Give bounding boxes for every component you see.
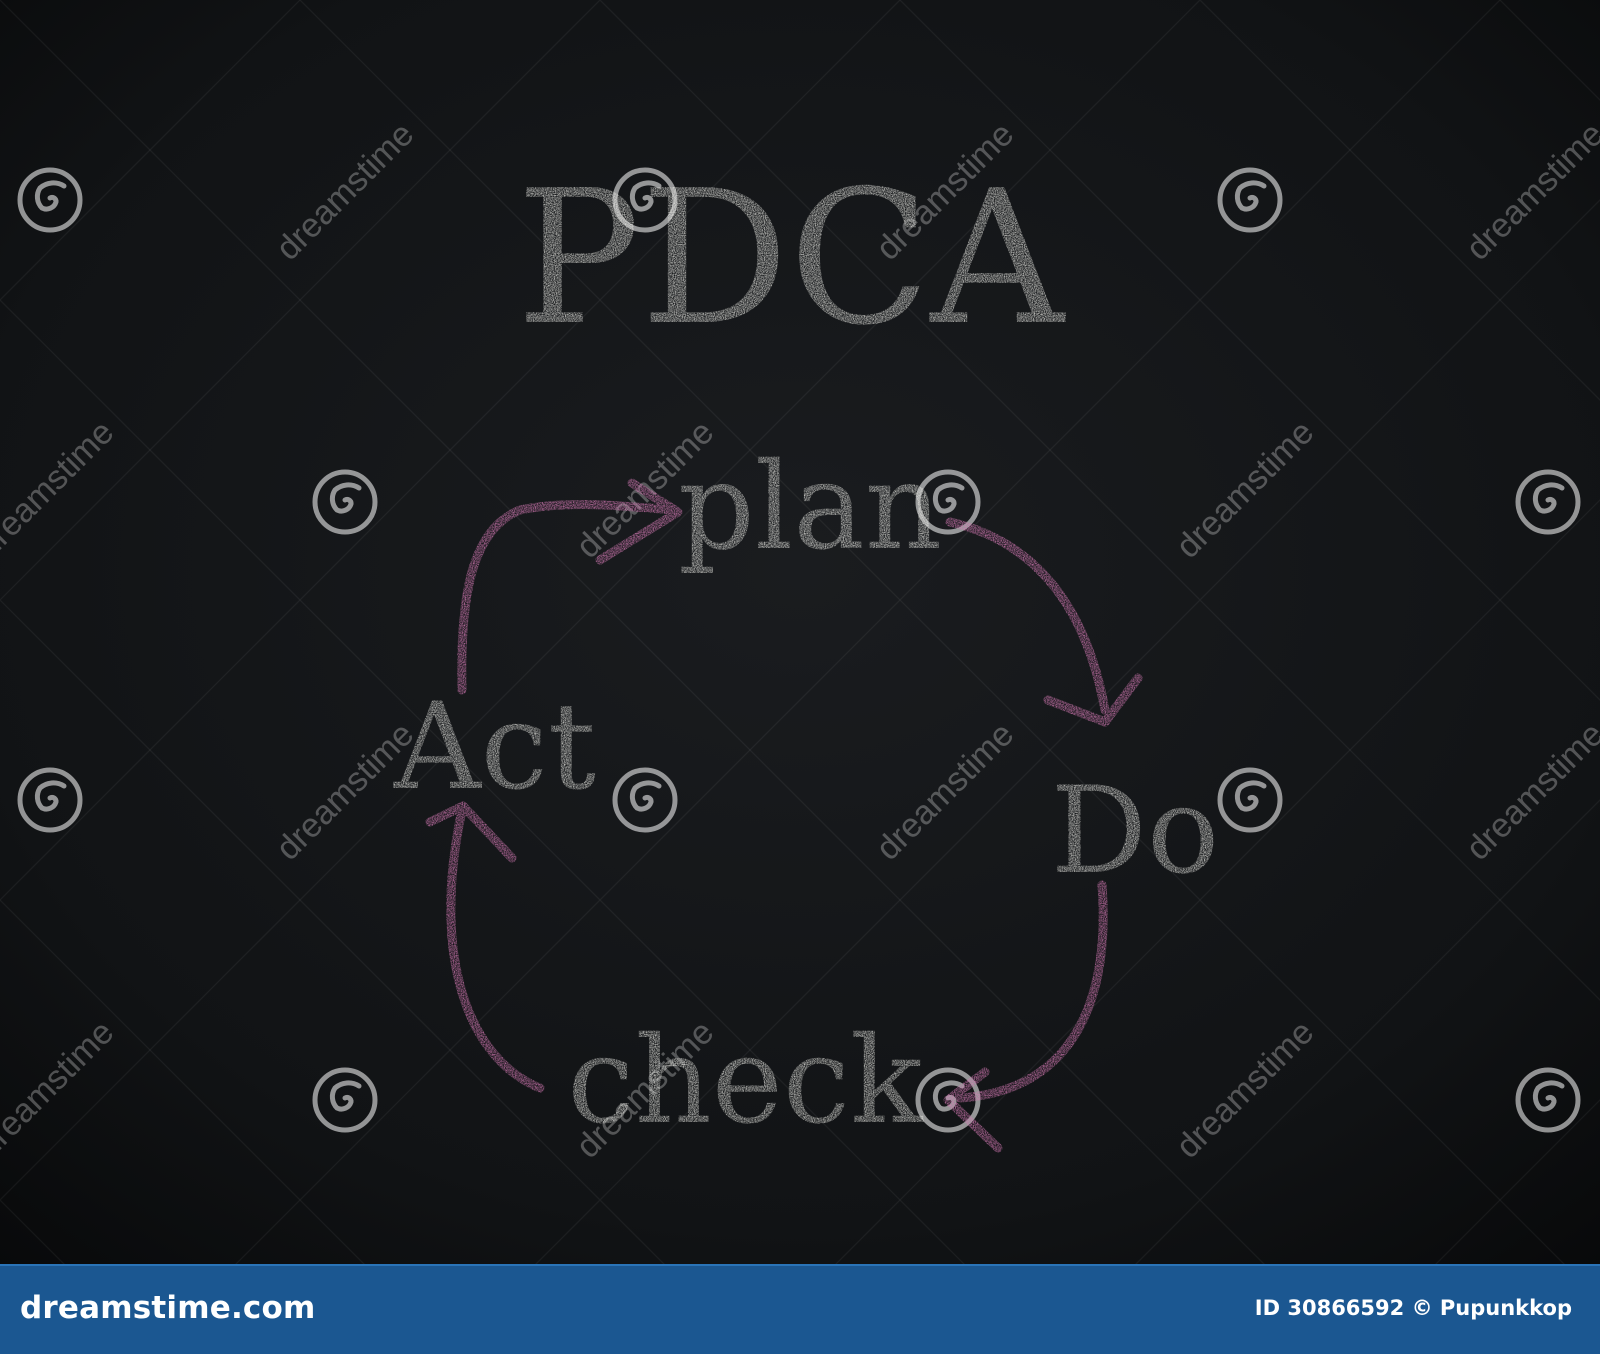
cycle-arrows (425, 478, 1143, 1153)
stock-footer-bar: dreamstime.com ID 30866592 © Pupunkkop (0, 1264, 1600, 1354)
brand-name[interactable]: dreamstime.com (20, 1290, 316, 1326)
step-plan: plan (678, 438, 942, 577)
arrow-head-do-icon (1043, 673, 1143, 727)
step-act: Act (393, 678, 596, 817)
step-check: check (567, 1012, 924, 1151)
step-do: Do (1051, 762, 1219, 901)
watermark-grid (0, 0, 1600, 1264)
arrow-head-plan-icon (595, 478, 683, 565)
author-name: Pupunkkop (1439, 1296, 1572, 1320)
chalkboard: dreamstime dreamstime dreamstime dreamst… (0, 0, 1600, 1264)
arrow-plan-to-do (945, 517, 1110, 715)
chalkboard-drawing: dreamstime dreamstime dreamstime dreamst… (0, 0, 1600, 1264)
chalk-title: PDCA (516, 150, 1066, 366)
arrow-do-to-check (955, 880, 1108, 1103)
arrow-head-act-icon (425, 801, 517, 863)
image-credit: ID 30866592 © Pupunkkop (1255, 1296, 1572, 1320)
arrow-act-to-plan (457, 500, 680, 695)
arrow-check-to-act (446, 805, 545, 1093)
arrow-head-check-icon (943, 1067, 1003, 1153)
id-label: ID (1254, 1296, 1281, 1320)
copyright-icon: © (1411, 1296, 1433, 1320)
id-value: 30866592 (1287, 1296, 1405, 1320)
